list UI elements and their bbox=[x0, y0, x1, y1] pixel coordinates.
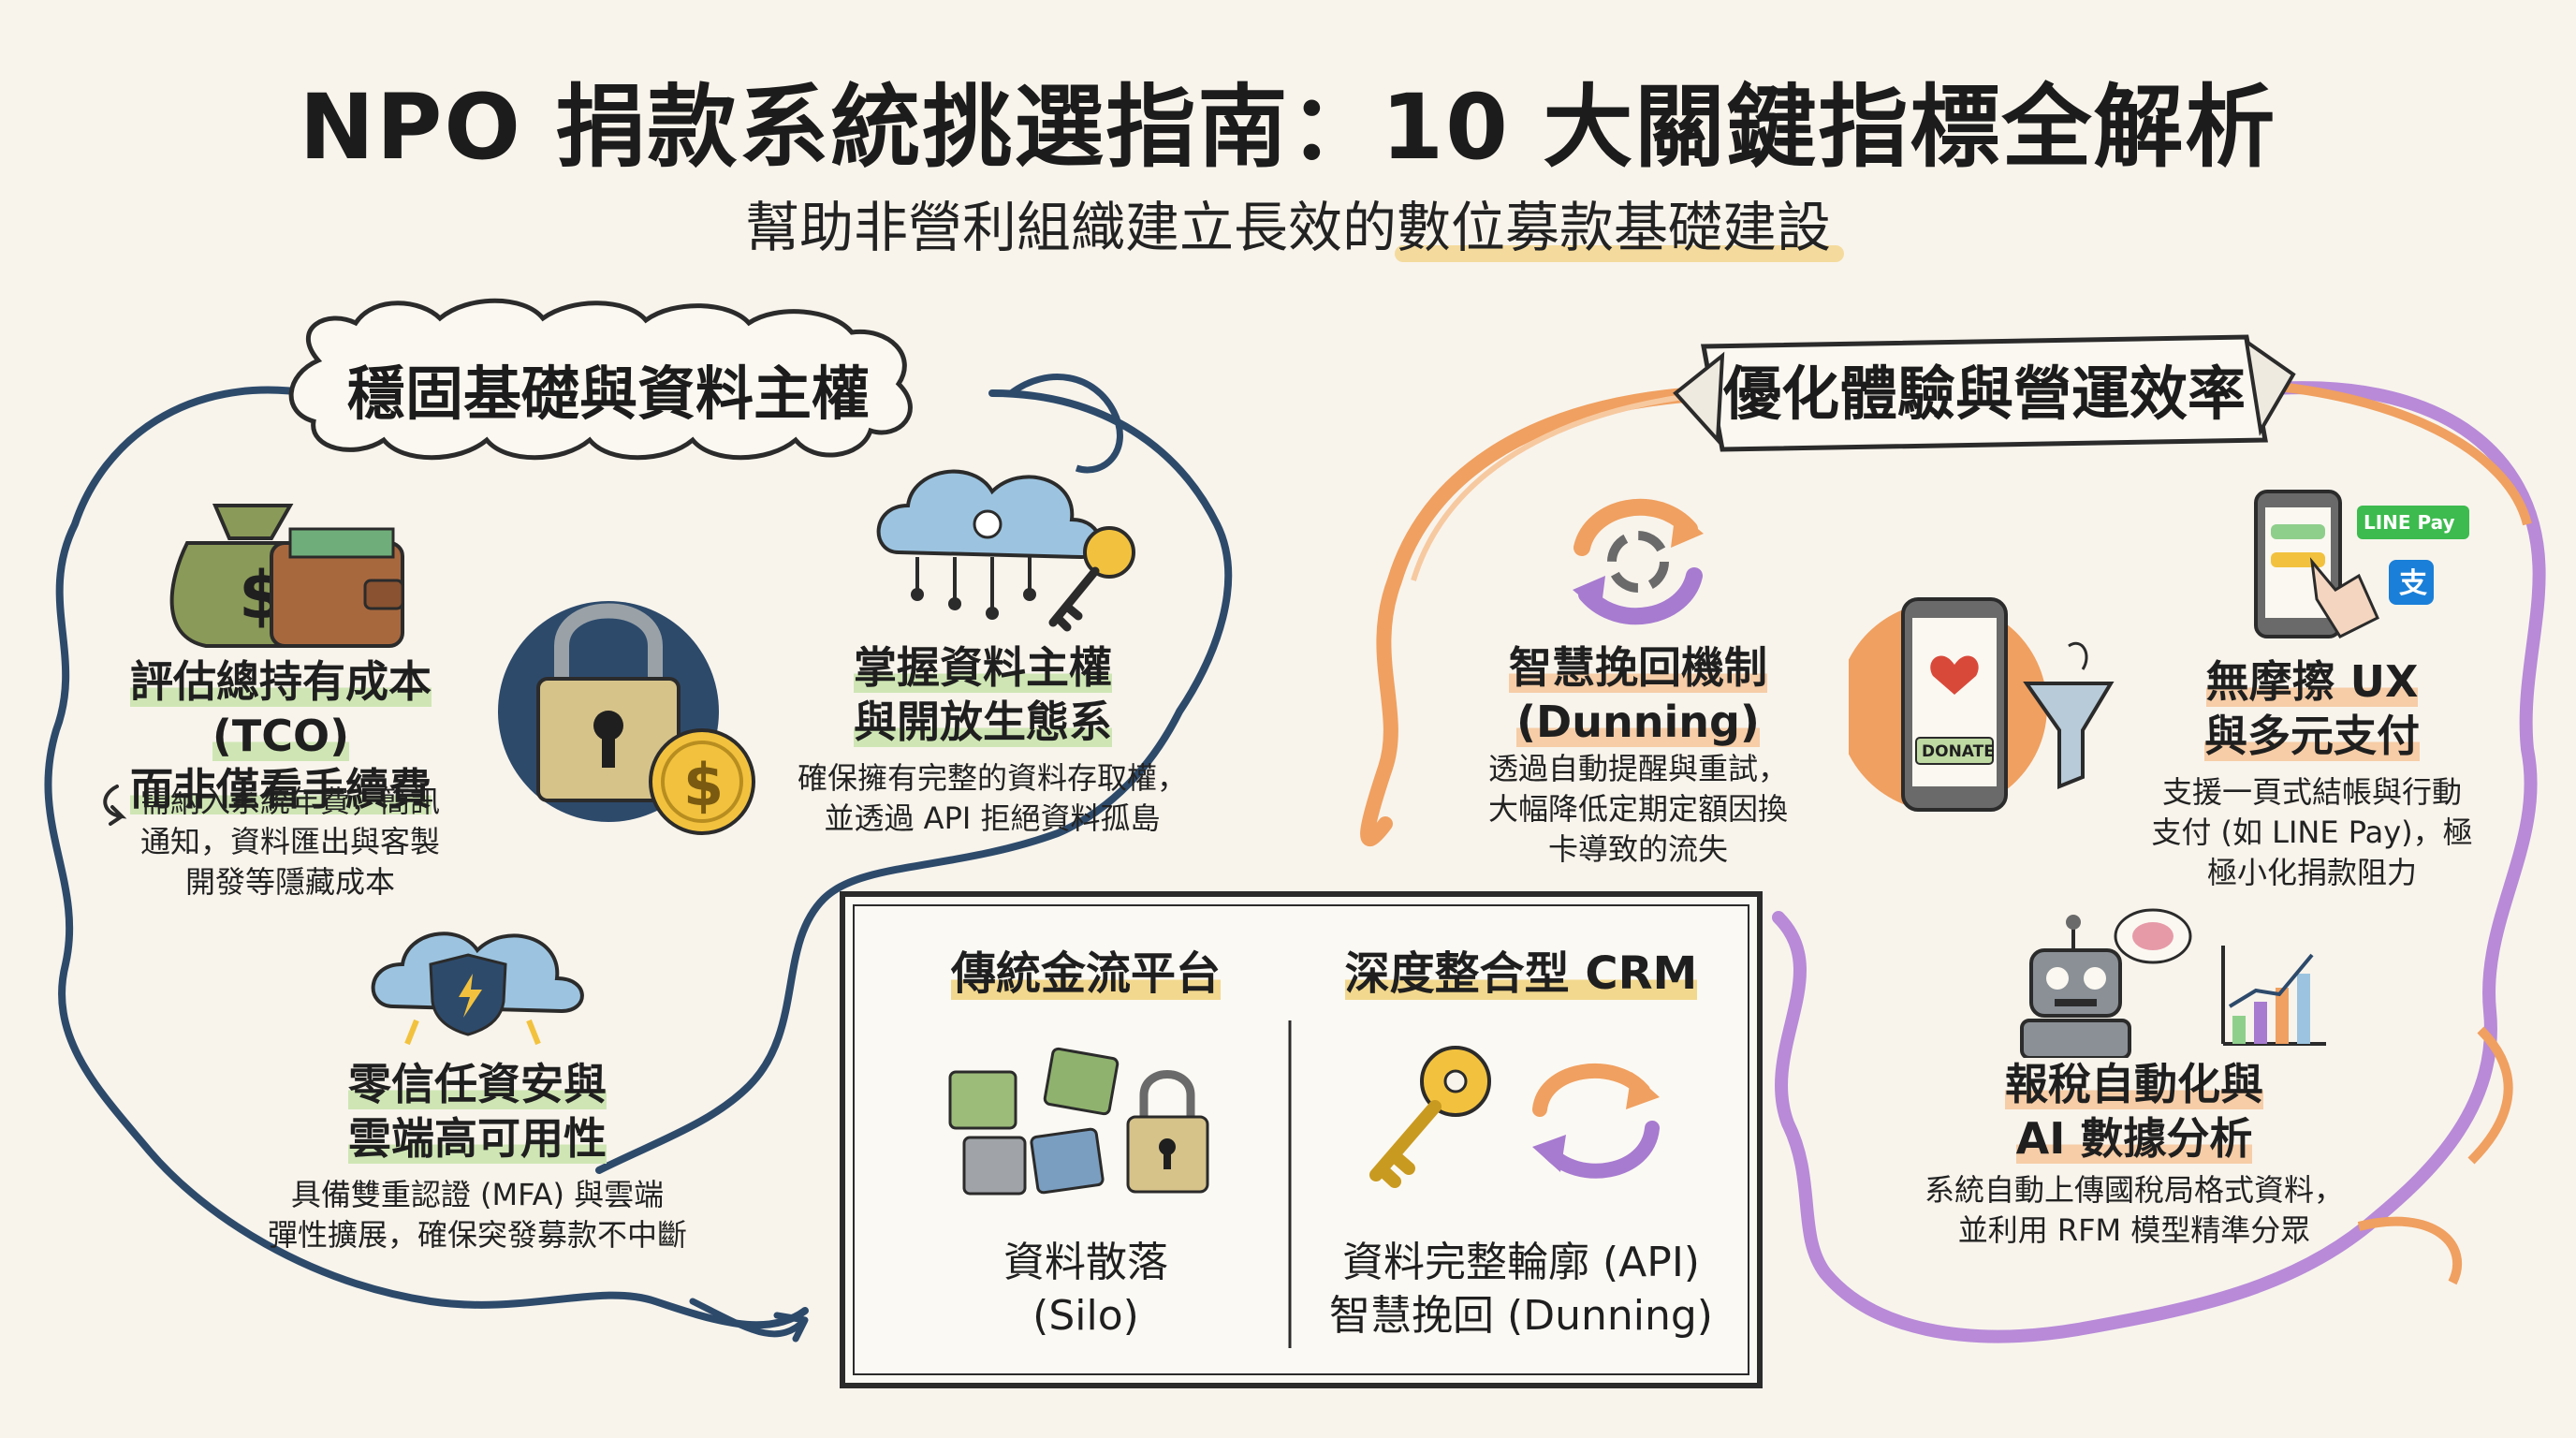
comparison-left-title: 傳統金流平台 bbox=[950, 947, 1221, 1000]
page-title: NPO 捐款系統挑選指南：10 大關鍵指標全解析 bbox=[299, 75, 2277, 180]
right-item-1-desc: 透過自動提醒與重試， 大幅降低定期定額因換 卡導致的流失 bbox=[1487, 751, 1788, 868]
subtitle-highlight bbox=[1395, 245, 1844, 262]
funnel-icon bbox=[2023, 642, 2115, 789]
right-item-2-title: 無摩擦 UX 與多元支付 bbox=[2204, 656, 2420, 761]
linepay-logo: LINE Pay bbox=[2364, 511, 2455, 534]
left-item-1-title: 評估總持有成本 (TCO) 而非僅看手續費 bbox=[130, 656, 432, 814]
right-section-label: 優化體驗與營運效率 bbox=[1722, 360, 2246, 428]
right-item-2-desc: 支援一頁式結帳與行動 支付 (如 LINE Pay)，極 極小化捐款阻力 bbox=[2151, 774, 2473, 891]
phone-pay-icon: LINE Pay 支 bbox=[2254, 490, 2469, 638]
bar-chart-icon bbox=[2221, 946, 2326, 1046]
money-bag-icon: $ bbox=[169, 504, 404, 648]
left-item-2-desc: 確保擁有完整的資料存取權， 並透過 API 拒絕資料孤島 bbox=[797, 760, 1187, 837]
robot-icon bbox=[2020, 908, 2326, 1058]
sync-arrows-icon bbox=[1573, 498, 1704, 625]
right-section-ribbon bbox=[1360, 386, 1720, 846]
alipay-logo: 支 bbox=[2399, 567, 2427, 600]
left-section-frame bbox=[44, 386, 1233, 1329]
comparison-right-title: 深度整合型 CRM bbox=[1344, 947, 1698, 1000]
comparison-right-desc: 資料完整輪廓 (API) 智慧挽回 (Dunning) bbox=[1329, 1239, 1713, 1341]
phone-donate-icon: DONATE bbox=[1849, 597, 2115, 812]
donate-button-label: DONATE bbox=[1922, 742, 1995, 761]
left-item-3-desc: 具備雙重認證 (MFA) 與雲端 彈性擴展，確保突發募款不中斷 bbox=[267, 1177, 687, 1254]
right-item-3-title: 報稅自動化與 AI 數據分析 bbox=[2005, 1059, 2263, 1164]
key-icon bbox=[1369, 1046, 1491, 1188]
left-section-label: 穩固基礎與資料主權 bbox=[346, 360, 870, 428]
left-item-2-title: 掌握資料主權 與開放生態系 bbox=[854, 642, 1112, 747]
right-item-3-desc: 系統自動上傳國稅局格式資料， 並利用 RFM 模型精準分眾 bbox=[1924, 1172, 2344, 1249]
comparison-icons bbox=[1369, 1046, 1660, 1188]
padlock-icon: $ bbox=[498, 601, 755, 835]
puzzle-icon bbox=[948, 1047, 1209, 1196]
coin-icon: $ bbox=[649, 728, 755, 835]
page-subtitle: 幫助非營利組織建立長效的數位募款基礎建設 bbox=[744, 196, 1831, 259]
comparison-left-desc: 資料散落 (Silo) bbox=[1003, 1239, 1168, 1341]
left-item-3-title: 零信任資安與 雲端高可用性 bbox=[348, 1059, 607, 1164]
svg-text:$: $ bbox=[683, 751, 724, 819]
sync-arrows-icon bbox=[1532, 1064, 1660, 1179]
left-label-cloud bbox=[288, 298, 913, 461]
shield-cloud-icon bbox=[371, 932, 584, 1046]
left-item-1-desc: 需納入系統年費，簡訊 通知，資料匯出與客製 開發等隱藏成本 bbox=[139, 784, 440, 901]
cloud-network-icon bbox=[876, 469, 1135, 632]
key-icon bbox=[1048, 526, 1135, 632]
right-item-1-title: 智慧挽回機制 (Dunning) bbox=[1509, 642, 1767, 747]
